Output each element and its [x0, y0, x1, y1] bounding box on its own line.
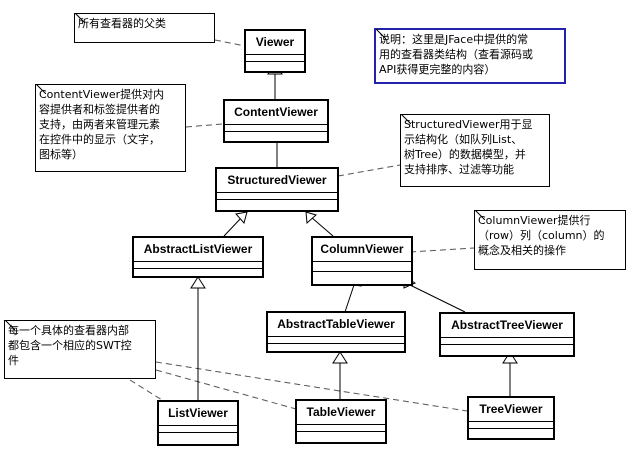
class-list-viewer[interactable]: ListViewer [157, 400, 239, 446]
class-operations [246, 62, 304, 70]
class-operations [268, 344, 404, 352]
class-structured-viewer[interactable]: StructuredViewer [215, 167, 339, 212]
class-name: ListViewer [159, 402, 237, 426]
note-viewer[interactable]: 所有查看器的父类 [74, 13, 215, 43]
arrowhead-abstract-list [190, 276, 206, 289]
arrowhead-structured-right [305, 211, 318, 225]
class-operations [297, 432, 385, 440]
note-fold-icon [75, 13, 85, 23]
note-text: ColumnViewer提供行 （row）列（column）的 概念及相关的操作 [478, 214, 605, 257]
note-link-table [155, 369, 297, 410]
arrowhead-abstract-table [332, 351, 348, 364]
class-operations [313, 272, 411, 280]
class-abstract-list-viewer[interactable]: AbstractListViewer [132, 236, 264, 278]
arrowhead-abstract-tree [502, 351, 518, 364]
note-text: 每一个具体的查看器内部 都包含一个相应的SWT控 件 [8, 324, 132, 367]
note-link-column [409, 247, 475, 253]
note-legend[interactable]: 说明：这里是JFace中提供的常 用的查看器类结构（查看源码或 API获得更完整… [374, 28, 566, 84]
class-attributes [268, 337, 404, 344]
note-column-viewer[interactable]: ColumnViewer提供行 （row）列（column）的 概念及相关的操作 [474, 210, 626, 270]
note-swt[interactable]: 每一个具体的查看器内部 都包含一个相应的SWT控 件 [4, 320, 156, 379]
class-name: ContentViewer [225, 101, 327, 125]
class-operations [134, 269, 262, 277]
class-attributes [217, 193, 337, 200]
inherit-abstract-list [223, 216, 243, 237]
class-name: StructuredViewer [217, 169, 337, 193]
class-viewer[interactable]: Viewer [244, 29, 306, 73]
class-attributes [246, 55, 304, 62]
class-name: AbstractTableViewer [268, 313, 404, 337]
class-abstract-table-viewer[interactable]: AbstractTableViewer [266, 311, 406, 353]
class-name: TreeViewer [469, 398, 553, 422]
note-link-structured [337, 164, 401, 177]
inherit-column [310, 216, 334, 237]
note-link-tree [155, 361, 468, 412]
note-fold-icon [36, 84, 46, 94]
class-name: AbstractListViewer [134, 238, 262, 262]
arrowhead-structured-left [235, 211, 248, 225]
class-tree-viewer[interactable]: TreeViewer [467, 396, 555, 440]
note-link-content [185, 123, 223, 128]
class-name: TableViewer [297, 401, 385, 425]
class-attributes [159, 426, 237, 433]
class-name: AbstractTreeViewer [441, 314, 573, 338]
note-text: StructuredViewer用于显 示结构化（如队列List、 树Tree）… [404, 118, 533, 176]
note-link-list [129, 379, 163, 401]
note-link-viewer [214, 39, 246, 47]
class-attributes [297, 425, 385, 432]
note-text: 所有查看器的父类 [78, 17, 166, 30]
note-text: 说明：这里是JFace中提供的常 用的查看器类结构（查看源码或 API获得更完整… [379, 33, 533, 76]
note-text: ContentViewer提供对内 容提供者和标签提供者的 支持，由两者来管理元… [39, 88, 165, 161]
note-fold-icon [376, 29, 386, 39]
note-fold-icon [475, 210, 485, 220]
class-attributes [313, 262, 411, 272]
class-name: ColumnViewer [313, 238, 411, 262]
class-name: Viewer [246, 31, 304, 55]
class-operations [225, 132, 327, 140]
class-content-viewer[interactable]: ContentViewer [223, 99, 329, 143]
inherit-abstract-tree [409, 284, 466, 313]
class-operations [217, 200, 337, 208]
class-operations [159, 433, 237, 441]
note-content-viewer[interactable]: ContentViewer提供对内 容提供者和标签提供者的 支持，由两者来管理元… [35, 84, 186, 172]
class-column-viewer[interactable]: ColumnViewer [311, 236, 413, 286]
class-attributes [441, 338, 573, 345]
inherit-abstract-table [344, 284, 355, 313]
class-table-viewer[interactable]: TableViewer [295, 399, 387, 444]
class-attributes [225, 125, 327, 132]
note-structured-viewer[interactable]: StructuredViewer用于显 示结构化（如队列List、 树Tree）… [400, 114, 550, 187]
class-operations [469, 429, 553, 437]
note-fold-icon [401, 114, 411, 124]
class-attributes [134, 262, 262, 269]
note-fold-icon [5, 320, 15, 330]
class-attributes [469, 422, 553, 429]
class-operations [441, 345, 573, 353]
class-abstract-tree-viewer[interactable]: AbstractTreeViewer [439, 312, 575, 357]
